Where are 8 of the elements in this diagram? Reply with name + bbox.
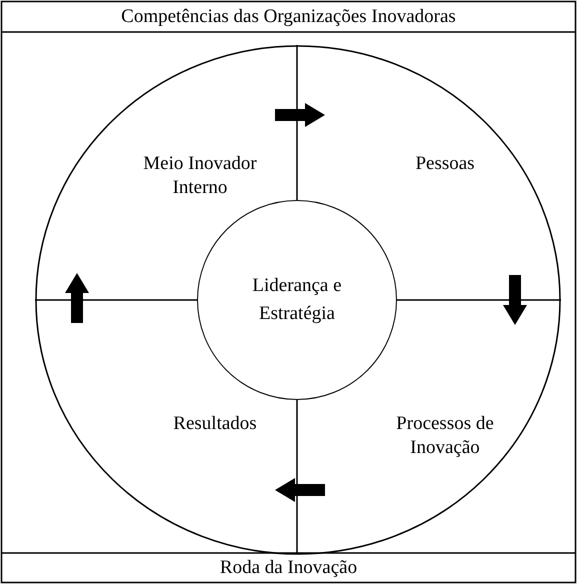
diagram-caption: Roda da Inovação: [218, 556, 358, 580]
center-label: Liderança e Estratégia: [251, 274, 343, 326]
wheel-ellipse: [35, 45, 561, 555]
quadrant-label: Meio Inovador Interno: [120, 152, 280, 200]
quadrant-label: Pessoas: [395, 152, 495, 176]
quadrant-label: Processos de Inovação: [360, 412, 530, 460]
diagram-title: Competências das Organizações Inovadoras: [120, 5, 457, 29]
quadrant-label: Resultados: [145, 412, 285, 436]
